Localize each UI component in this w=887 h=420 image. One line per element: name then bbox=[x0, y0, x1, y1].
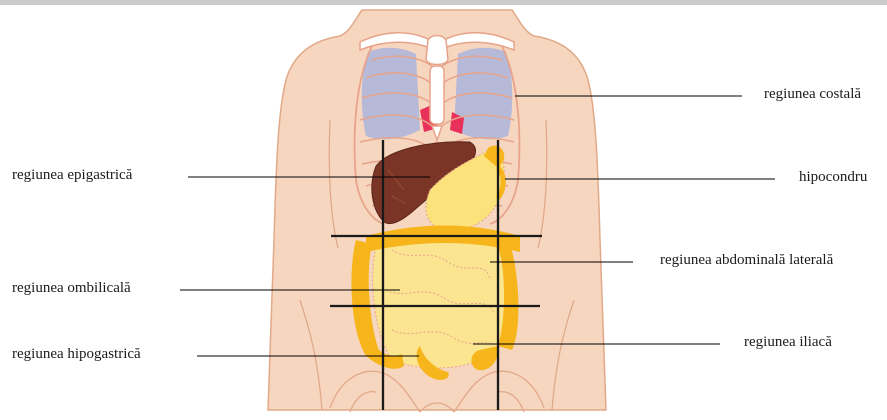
label-epigastric-region: regiunea epigastrică bbox=[12, 167, 132, 184]
top-border bbox=[0, 0, 887, 5]
label-hypogastric-region: regiunea hipogastrică bbox=[12, 346, 141, 363]
label-costal-region: regiunea costală bbox=[764, 86, 861, 103]
label-hypochondrium: hipocondru bbox=[799, 169, 867, 186]
label-iliac-region: regiunea iliacă bbox=[744, 334, 832, 351]
label-lateral-abdominal-region: regiunea abdominală laterală bbox=[660, 252, 833, 269]
label-umbilical-region: regiunea ombilicală bbox=[12, 280, 131, 297]
small-intestine bbox=[373, 229, 506, 368]
